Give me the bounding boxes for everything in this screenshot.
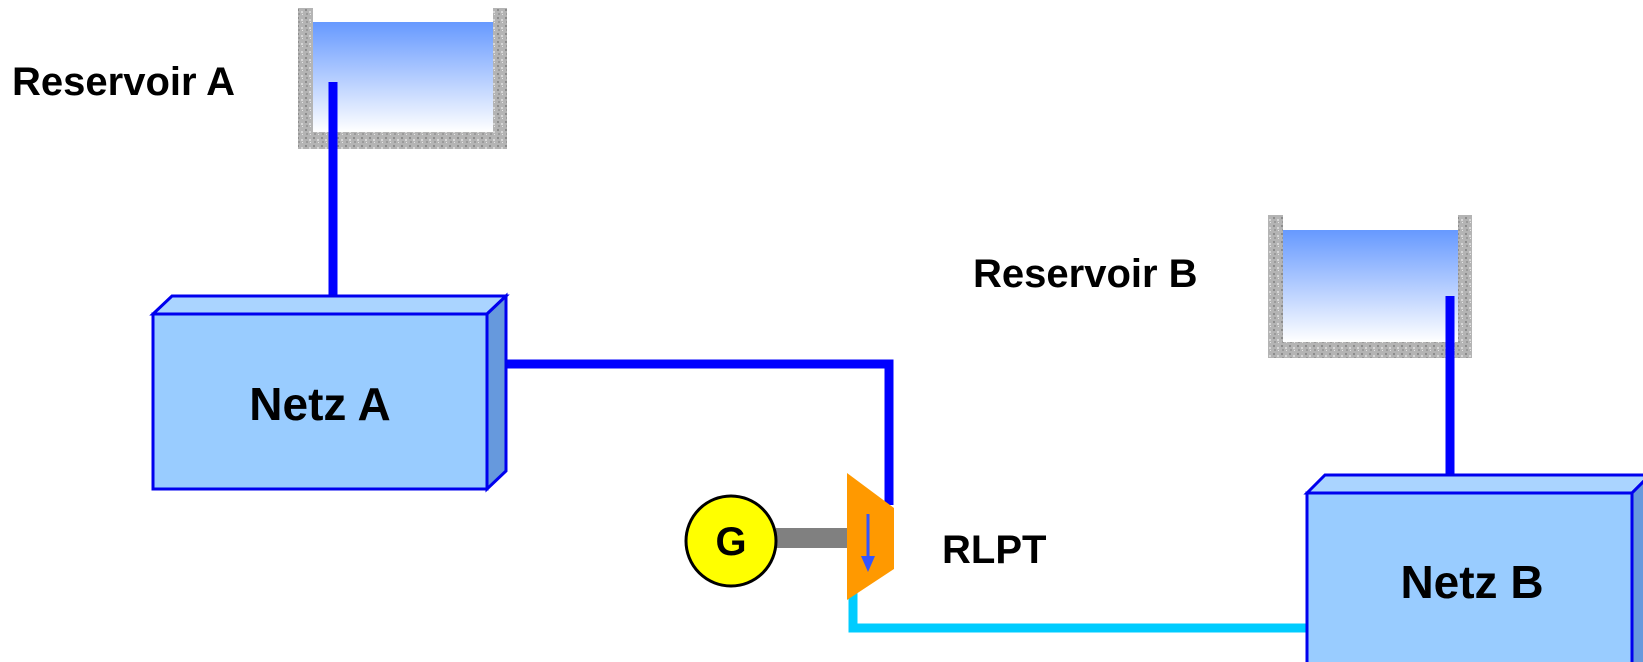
reservoir-a-right-wall: [493, 8, 507, 149]
generator: G: [684, 494, 778, 588]
reservoir-a: [298, 8, 507, 149]
reservoir-b-left-wall: [1268, 215, 1283, 358]
reservoir-a-floor: [298, 132, 507, 149]
netz-b-top-face: [1303, 473, 1643, 495]
pipe-turbine-to-netz-b: [848, 592, 1307, 633]
reservoir-b-label: Reservoir B: [973, 252, 1198, 296]
reservoir-b: [1268, 215, 1472, 358]
generator-label: G: [715, 520, 746, 564]
netz-a-box: [149, 292, 510, 493]
generator-shaft: [776, 528, 848, 548]
netz-a-label: Netz A: [249, 378, 390, 430]
reservoir-b-floor: [1268, 342, 1472, 358]
reservoir-b-water: [1283, 230, 1458, 342]
netz-a-side-face: [485, 292, 508, 493]
netz-b-side-face: [1630, 479, 1643, 662]
reservoir-a-left-wall: [298, 8, 313, 149]
pipe-netz-a-to-turbine: [497, 359, 894, 505]
turbine-label: RLPT: [942, 528, 1046, 572]
netz-a-top-face: [149, 294, 510, 316]
netz-b-box: [1303, 473, 1643, 662]
reservoir-b-right-wall: [1458, 215, 1472, 358]
netz-b-front-face: [1305, 491, 1634, 662]
generator-circle: [684, 494, 778, 588]
netz-b-label: Netz B: [1400, 556, 1543, 608]
reservoir-a-water: [313, 22, 493, 132]
turbine-body: [847, 473, 894, 600]
turbine-flow-arrow-head: [861, 556, 875, 572]
turbine-rlpt: [847, 473, 894, 600]
reservoir-a-label: Reservoir A: [12, 60, 235, 104]
netz-a-front-face: [151, 312, 489, 491]
